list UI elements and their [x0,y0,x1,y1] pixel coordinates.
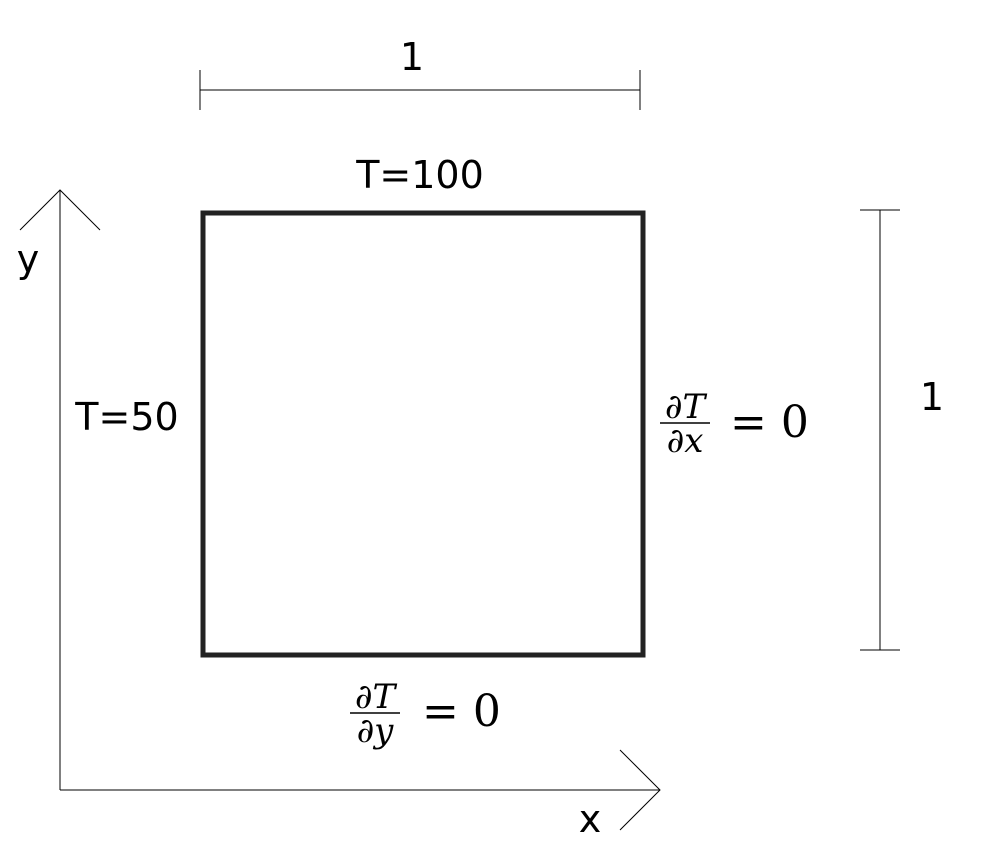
right-bc-denominator: ∂x [667,421,704,461]
bottom-bc-numerator: ∂T [355,677,398,717]
right-bc-numerator: ∂T [665,387,708,427]
x-axis-label: x [579,797,602,841]
y-axis [19,189,101,790]
height-dimension [860,209,900,651]
bottom-bc-denominator: ∂y [357,711,395,751]
right-bc: ∂T ∂x = 0 [660,387,809,461]
x-axis [60,749,661,831]
top-bc: T=100 [355,153,484,197]
width-label: 1 [400,35,424,79]
right-bc-rhs: = 0 [730,397,809,448]
width-dimension [199,70,641,110]
bottom-bc: ∂T ∂y = 0 [350,677,501,751]
bottom-bc-rhs: = 0 [422,686,501,737]
y-axis-label: y [17,237,40,281]
height-label: 1 [920,375,944,419]
left-bc: T=50 [74,395,178,439]
domain-square [200,210,646,658]
